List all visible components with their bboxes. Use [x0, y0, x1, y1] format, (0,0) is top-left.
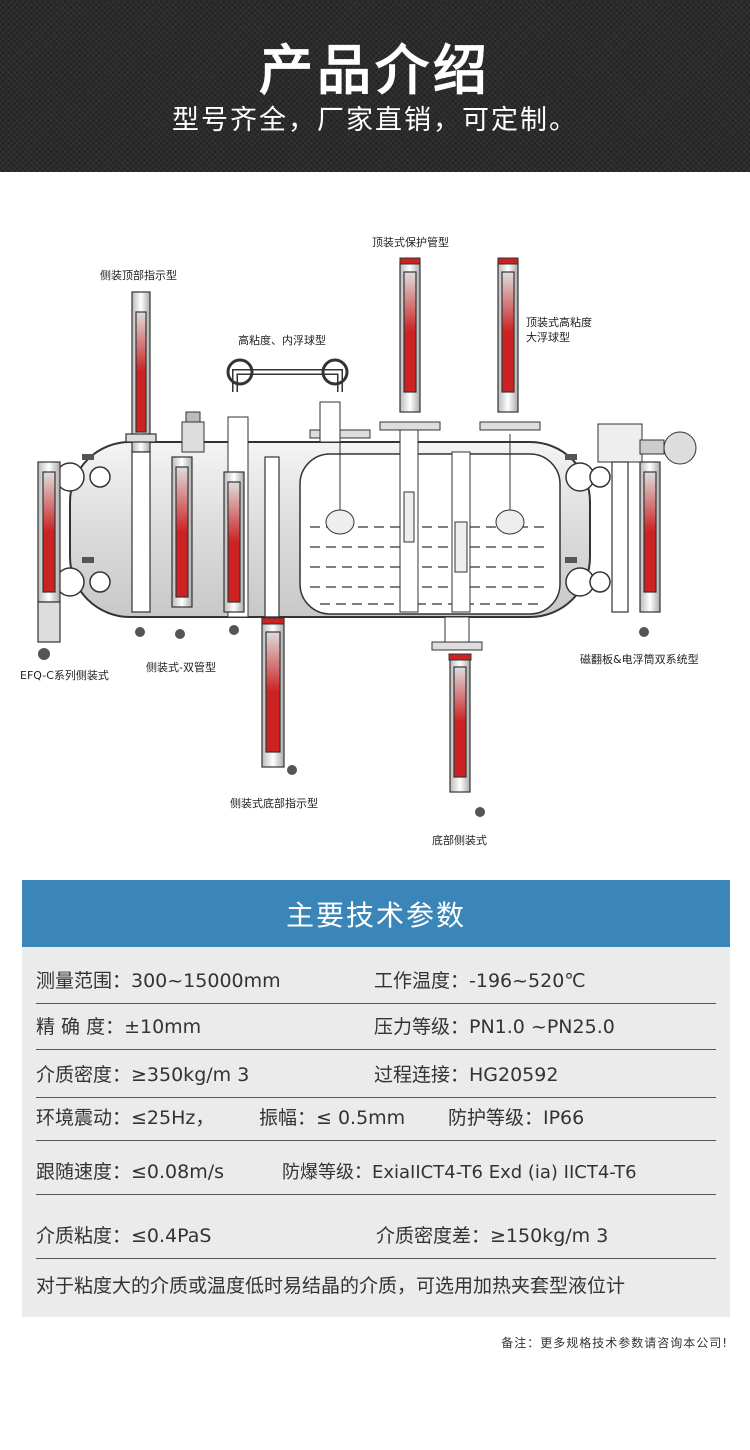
spec-heating-note: 对于粘度大的介质或温度低时易结晶的介质，可选用加热夹套型液位计: [36, 1275, 626, 1297]
label-bottom-side: 底部侧装式: [432, 834, 487, 847]
specs-title: 主要技术参数: [22, 880, 730, 947]
footer-note: 备注：更多规格技术参数请咨询本公司!: [501, 1336, 728, 1350]
level-gauge-illustration: [37, 257, 697, 817]
spec-row: 测量范围：300~15000mm 工作温度：-196~520℃: [36, 947, 716, 1004]
spec-row: 环境震动：≤25Hz， 振幅：≤ 0.5mm 防护等级：IP66: [36, 1097, 716, 1141]
label-top-protect: 顶装式保护管型: [372, 236, 449, 249]
label-magnetic-electric: 磁翻板&电浮筒双系统型: [580, 653, 699, 666]
page-subtitle: 型号齐全，厂家直销，可定制。: [172, 105, 578, 136]
product-diagram: 侧装顶部指示型 高粘度、内浮球型 顶装式保护管型 顶装式高粘度 大浮球型 EFQ…: [0, 172, 750, 862]
specs-table: 测量范围：300~15000mm 工作温度：-196~520℃ 精 确 度：±1…: [22, 947, 730, 1317]
spec-amplitude: 振幅：≤ 0.5mm: [259, 1107, 406, 1129]
spec-measure-range: 测量范围：300~15000mm: [36, 970, 281, 992]
label-top-high-viscosity-2: 大浮球型: [526, 331, 570, 344]
spec-accuracy: 精 确 度：±10mm: [36, 1016, 202, 1038]
spec-explosion: 防爆等级：ExiaIICT4-T6 Exd (ia) IICT4-T6: [282, 1162, 637, 1183]
label-top-high-viscosity: 顶装式高粘度: [526, 316, 592, 329]
spec-row: 对于粘度大的介质或温度低时易结晶的介质，可选用加热夹套型液位计: [36, 1258, 716, 1312]
spec-connection: 过程连接：HG20592: [374, 1064, 559, 1086]
spec-vibration: 环境震动：≤25Hz，: [36, 1107, 215, 1129]
spec-row: 精 确 度：±10mm 压力等级：PN1.0 ~PN25.0: [36, 1003, 716, 1050]
label-side-top: 侧装顶部指示型: [100, 269, 177, 282]
label-side-bottom: 侧装式底部指示型: [230, 797, 318, 810]
spec-protection: 防护等级：IP66: [448, 1107, 585, 1129]
spec-density-diff: 介质密度差：≥150kg/m 3: [376, 1225, 609, 1247]
spec-row: 介质粘度：≤0.4PaS 介质密度差：≥150kg/m 3: [36, 1194, 716, 1259]
spec-row: 介质密度：≥350kg/m 3 过程连接：HG20592: [36, 1049, 716, 1098]
label-efq: EFQ-C系列侧装式: [20, 669, 109, 682]
page-title: 产品介绍: [259, 39, 491, 102]
spec-row: 跟随速度：≤0.08m/s 防爆等级：ExiaIICT4-T6 Exd (ia)…: [36, 1140, 716, 1195]
label-high-viscosity: 高粘度、内浮球型: [238, 334, 326, 347]
spec-pressure: 压力等级：PN1.0 ~PN25.0: [374, 1016, 615, 1038]
spec-viscosity: 介质粘度：≤0.4PaS: [36, 1225, 212, 1247]
label-side-double: 侧装式-双管型: [146, 661, 216, 674]
spec-working-temp: 工作温度：-196~520℃: [374, 970, 586, 992]
spec-density: 介质密度：≥350kg/m 3: [36, 1064, 250, 1086]
spec-follow-speed: 跟随速度：≤0.08m/s: [36, 1161, 225, 1183]
banner-header: 产品介绍 型号齐全，厂家直销，可定制。: [0, 0, 750, 172]
